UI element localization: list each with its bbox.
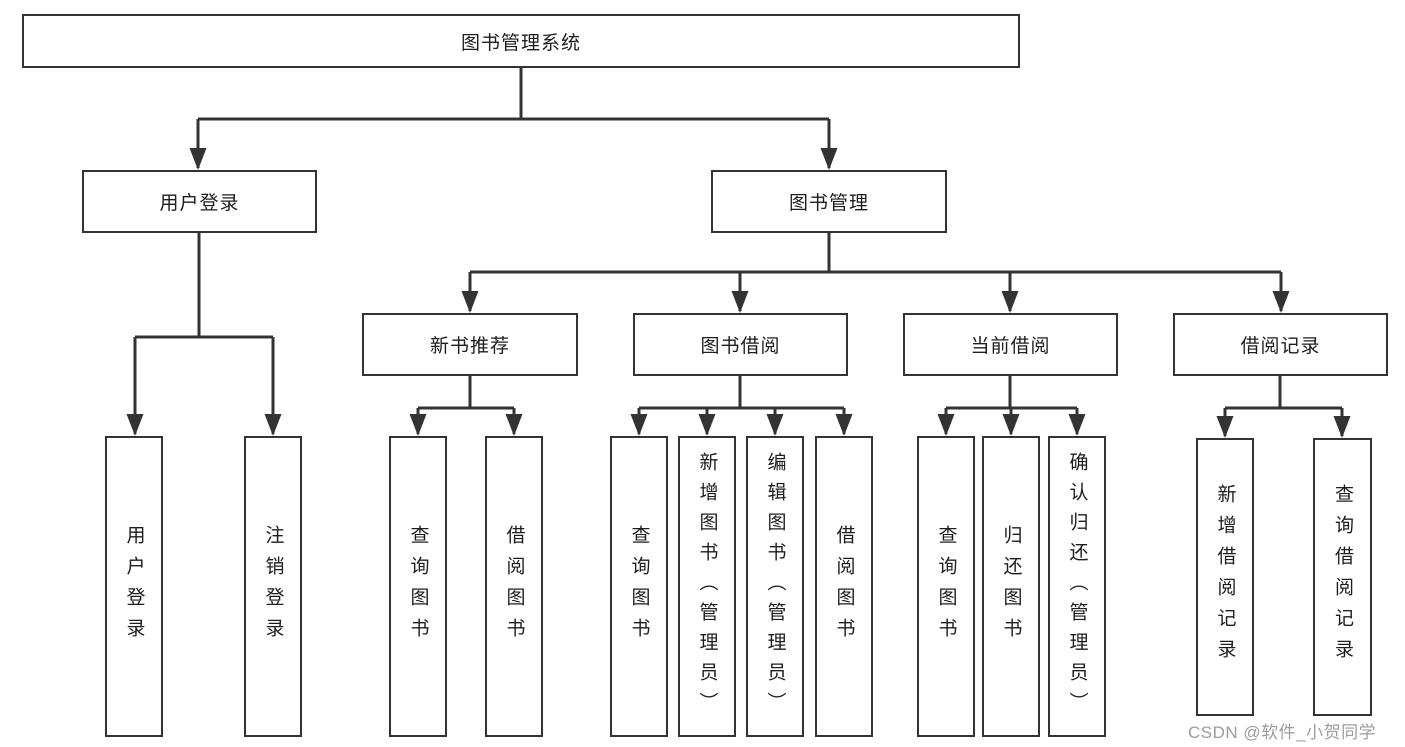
- node-label: 用户登录: [123, 524, 145, 649]
- node-leaf-query-borrow-record: 查询借阅记录: [1313, 438, 1372, 716]
- node-leaf-add-borrow-record: 新增借阅记录: [1196, 438, 1254, 716]
- node-label: 查询图书: [935, 524, 957, 649]
- node-leaf-query-books-borrowing: 查询图书: [610, 436, 668, 737]
- node-leaf-return-book: 归还图书: [982, 436, 1040, 737]
- node-label: 新增图书（管理员）: [696, 451, 718, 722]
- node-leaf-query-books-current: 查询图书: [917, 436, 975, 737]
- node-new-book-recommendation: 新书推荐: [362, 313, 578, 376]
- node-book-borrowing: 图书借阅: [633, 313, 848, 376]
- node-leaf-borrow-books-borrowing: 借阅图书: [815, 436, 873, 737]
- node-label: 注销登录: [262, 524, 284, 649]
- node-label: 编辑图书（管理员）: [764, 451, 786, 722]
- node-leaf-confirm-return-admin: 确认归还（管理员）: [1048, 436, 1106, 737]
- node-leaf-query-books-recommend: 查询图书: [389, 436, 447, 737]
- node-current-borrowing: 当前借阅: [903, 313, 1118, 376]
- node-label: 查询图书: [628, 524, 650, 649]
- node-label: 确认归还（管理员）: [1066, 451, 1088, 722]
- node-book-management-module: 图书管理: [711, 170, 947, 233]
- node-leaf-logout: 注销登录: [244, 436, 302, 737]
- node-label: 图书管理系统: [460, 32, 581, 54]
- node-label: 查询借阅记录: [1332, 484, 1353, 670]
- node-root-library-management-system: 图书管理系统: [22, 14, 1020, 68]
- node-leaf-edit-book-admin: 编辑图书（管理员）: [746, 436, 804, 737]
- node-label: 借阅记录: [1240, 336, 1321, 357]
- node-leaf-borrow-books-recommend: 借阅图书: [485, 436, 543, 737]
- tree-edges: [133, 68, 1344, 436]
- node-label: 新增借阅记录: [1214, 484, 1236, 670]
- node-user-login-module: 用户登录: [82, 170, 317, 233]
- arrowhead-icons: [126, 148, 1351, 438]
- node-label: 当前借阅: [970, 336, 1051, 357]
- node-label: 新书推荐: [429, 336, 510, 357]
- node-label: 图书借阅: [700, 336, 781, 357]
- node-label: 归还图书: [1000, 524, 1022, 649]
- node-label: 用户登录: [159, 193, 240, 214]
- node-label: 查询图书: [407, 524, 429, 649]
- node-leaf-add-book-admin: 新增图书（管理员）: [678, 436, 736, 737]
- node-leaf-user-login: 用户登录: [105, 436, 163, 737]
- node-label: 借阅图书: [503, 524, 525, 649]
- node-label: 图书管理: [788, 193, 869, 214]
- node-borrowing-records: 借阅记录: [1173, 313, 1388, 376]
- node-label: 借阅图书: [833, 524, 855, 649]
- csdn-watermark: CSDN @软件_小贺同学: [1188, 723, 1377, 742]
